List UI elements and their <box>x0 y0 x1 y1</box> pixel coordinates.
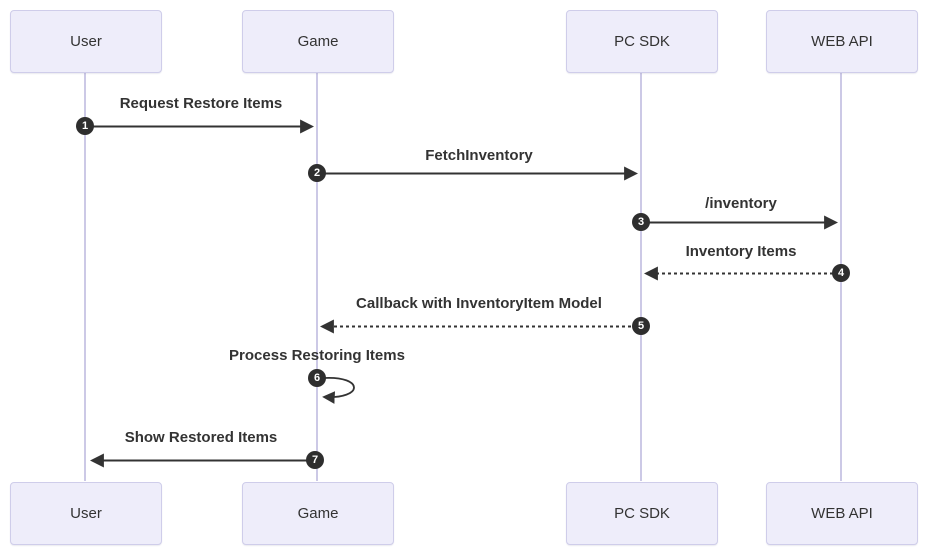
actor-label: PC SDK <box>614 33 670 50</box>
actor-top-user: User <box>10 10 162 73</box>
message-label-6: Process Restoring Items <box>229 347 405 364</box>
actor-label: User <box>70 505 102 522</box>
arrow-self-loop-process <box>322 377 355 404</box>
actor-bottom-pc-sdk: PC SDK <box>566 482 718 545</box>
message-label-5: Callback with InventoryItem Model <box>356 295 602 312</box>
actor-bottom-web-api: WEB API <box>766 482 918 545</box>
actor-label: Game <box>297 505 339 522</box>
message-label-1: Request Restore Items <box>119 95 283 112</box>
actor-label: Game <box>297 33 339 50</box>
sequence-number-badge-6: 6 <box>308 369 326 387</box>
actor-bottom-user: User <box>10 482 162 545</box>
sequence-number-badge-7: 7 <box>306 451 324 469</box>
actor-bottom-game: Game <box>242 482 394 545</box>
actor-label: WEB API <box>811 33 873 50</box>
message-label-2: FetchInventory <box>425 147 533 164</box>
sequence-number-badge-5: 5 <box>632 317 650 335</box>
message-label-3: /inventory <box>705 195 777 212</box>
message-label-4: Inventory Items <box>685 243 797 260</box>
sequence-number-badge-4: 4 <box>832 264 850 282</box>
sequence-number-badge-1: 1 <box>76 117 94 135</box>
lifeline-user <box>84 73 86 481</box>
lifeline-pc-sdk <box>640 73 642 481</box>
message-label-7: Show Restored Items <box>124 429 278 446</box>
sequence-number-badge-2: 2 <box>308 164 326 182</box>
actor-label: User <box>70 33 102 50</box>
sequence-number-badge-3: 3 <box>632 213 650 231</box>
lifeline-game <box>316 73 318 481</box>
actor-label: WEB API <box>811 505 873 522</box>
actor-label: PC SDK <box>614 505 670 522</box>
actor-top-game: Game <box>242 10 394 73</box>
actor-top-pc-sdk: PC SDK <box>566 10 718 73</box>
actor-top-web-api: WEB API <box>766 10 918 73</box>
